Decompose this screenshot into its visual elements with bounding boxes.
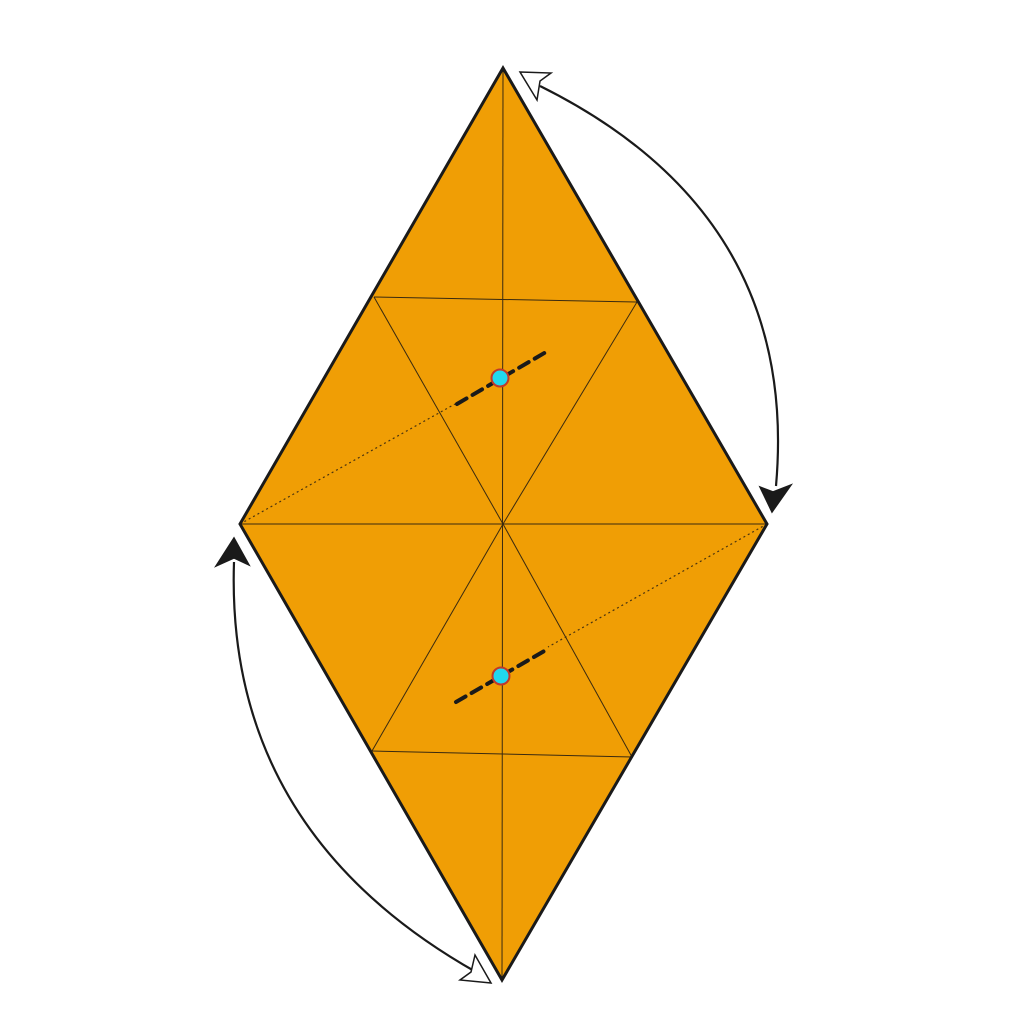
hollow-arrowhead-icon — [457, 952, 493, 984]
solid-arrowhead-icon — [214, 536, 251, 568]
fold-arrow-bottom-left — [214, 536, 493, 984]
fold-arrow-top-right — [518, 71, 794, 514]
crease-lines — [240, 67, 767, 981]
reference-point-lower — [491, 666, 511, 686]
hidden-lines — [239, 403, 768, 648]
crease-upper-left-diagonal — [373, 296, 504, 525]
solid-arrowhead-icon — [758, 483, 794, 514]
crease-upper-right-diagonal — [502, 301, 638, 525]
paper-outline — [238, 65, 769, 983]
valley-fold-lines — [454, 350, 548, 704]
valley-fold-lower — [454, 648, 548, 704]
fold-arrow-top-right-arc — [539, 85, 780, 487]
crease-lower-left-diagonal — [371, 523, 504, 752]
hidden-line-lower — [547, 523, 768, 648]
hollow-arrowhead-icon — [518, 71, 554, 103]
reference-point-upper — [490, 368, 510, 388]
hidden-line-upper — [239, 403, 456, 525]
crease-lower-right-diagonal — [502, 523, 633, 758]
crease-upper-horizontal — [373, 296, 638, 303]
fold-arrow-bottom-left-arc — [232, 561, 477, 973]
crease-lower-horizontal — [371, 750, 633, 758]
valley-fold-upper — [455, 350, 548, 406]
